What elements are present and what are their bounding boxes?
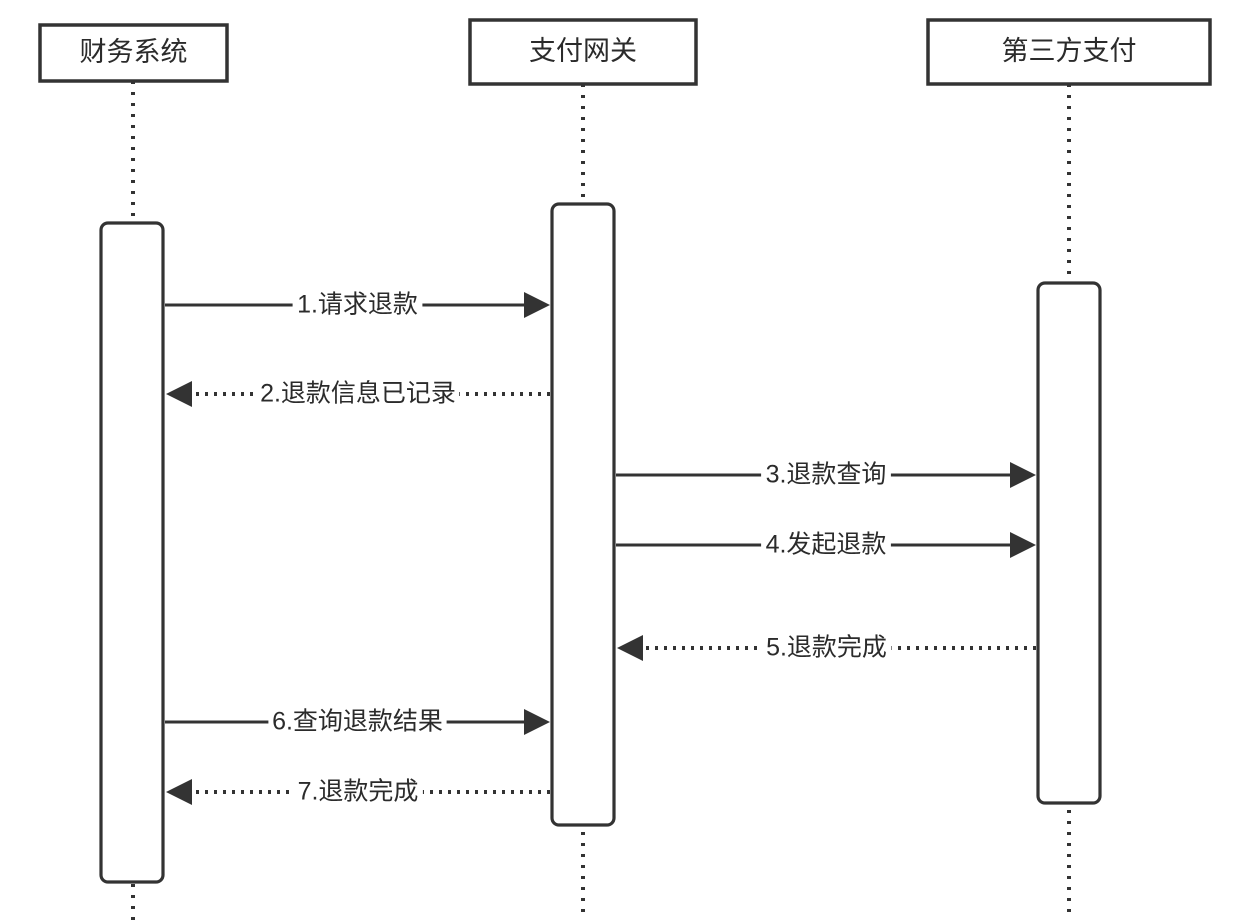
message-label-5: 5.退款完成 bbox=[766, 634, 887, 662]
message-7[interactable]: 7.退款完成 bbox=[166, 775, 550, 809]
message-2[interactable]: 2.退款信息已记录 bbox=[166, 377, 550, 411]
message-label-bg-5 bbox=[761, 631, 892, 665]
message-label-4: 4.发起退款 bbox=[766, 531, 887, 559]
message-label-1: 1.请求退款 bbox=[297, 291, 418, 319]
message-3[interactable]: 3.退款查询 bbox=[616, 458, 1036, 492]
participant-box-finance bbox=[38, 23, 229, 83]
message-label-bg-7 bbox=[293, 775, 423, 809]
participants-layer: 财务系统 支付网关 第三方支付 bbox=[38, 18, 1212, 86]
message-4[interactable]: 4.发起退款 bbox=[616, 528, 1036, 562]
message-6[interactable]: 6.查询退款结果 bbox=[165, 705, 550, 739]
participant-label-gateway: 支付网关 bbox=[529, 36, 637, 66]
message-label-bg-4 bbox=[761, 528, 891, 562]
message-arrowhead-7 bbox=[166, 779, 192, 805]
message-label-bg-1 bbox=[292, 288, 423, 322]
message-arrowhead-3 bbox=[1010, 462, 1036, 488]
messages-layer: 1.请求退款 2.退款信息已记录 3.退款查询 4.发起退款 5.退款完成 6.查询退款结… bbox=[165, 288, 1036, 809]
message-label-bg-2 bbox=[256, 377, 460, 411]
message-label-bg-6 bbox=[268, 705, 447, 739]
message-1[interactable]: 1.请求退款 bbox=[165, 288, 550, 322]
message-label-3: 3.退款查询 bbox=[766, 461, 887, 489]
participant-label-thirdparty: 第三方支付 bbox=[1002, 36, 1137, 66]
message-label-6: 6.查询退款结果 bbox=[272, 708, 443, 736]
participant-gateway[interactable]: 支付网关 bbox=[468, 18, 698, 86]
message-arrowhead-5 bbox=[617, 635, 643, 661]
message-arrowhead-6 bbox=[524, 709, 550, 735]
participant-box-gateway bbox=[468, 18, 698, 86]
message-5[interactable]: 5.退款完成 bbox=[617, 631, 1036, 665]
message-arrowhead-2 bbox=[166, 381, 192, 407]
message-label-bg-3 bbox=[761, 458, 891, 492]
activations-layer bbox=[99, 202, 1102, 884]
participant-box-thirdparty bbox=[926, 18, 1212, 86]
activation-bar-thirdparty bbox=[1036, 281, 1102, 805]
message-label-2: 2.退款信息已记录 bbox=[260, 380, 456, 408]
message-arrowhead-4 bbox=[1010, 532, 1036, 558]
message-label-7: 7.退款完成 bbox=[298, 778, 419, 806]
message-arrowhead-1 bbox=[524, 292, 550, 318]
activation-bar-finance bbox=[99, 221, 165, 884]
activation-bar-gateway bbox=[550, 202, 616, 827]
participant-finance[interactable]: 财务系统 bbox=[38, 23, 229, 83]
participant-thirdparty[interactable]: 第三方支付 bbox=[926, 18, 1212, 86]
participant-label-finance: 财务系统 bbox=[80, 37, 188, 67]
